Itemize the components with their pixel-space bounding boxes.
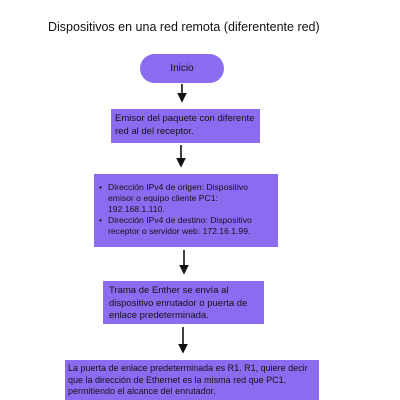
- default-gateway-node-label: La puerta de enlace predeterminada es R1…: [68, 363, 308, 396]
- diagram-title: Dispositivos en una red remota (diferent…: [48, 20, 320, 34]
- frame-forward-node-label: Trama de Enther se envía al dispositivo …: [109, 285, 248, 321]
- start-node-label: Inicio: [170, 63, 194, 74]
- source-ip-item: Dirección IPv4 de origen: Dispositivo em…: [99, 182, 274, 215]
- destination-ip-item: Dirección IPv4 de destino: Dispositivo r…: [99, 215, 274, 237]
- ip-address-list: Dirección IPv4 de origen: Dispositivo em…: [99, 182, 274, 237]
- sender-node: Emisor del paquete con diferente red al …: [111, 109, 260, 143]
- default-gateway-node: La puerta de enlace predeterminada es R1…: [65, 360, 319, 400]
- frame-forward-node: Trama de Enther se envía al dispositivo …: [103, 281, 264, 324]
- sender-node-label: Emisor del paquete con diferente red al …: [115, 113, 255, 137]
- ip-addresses-node: Dirección IPv4 de origen: Dispositivo em…: [94, 174, 278, 247]
- start-node: Inicio: [140, 54, 224, 83]
